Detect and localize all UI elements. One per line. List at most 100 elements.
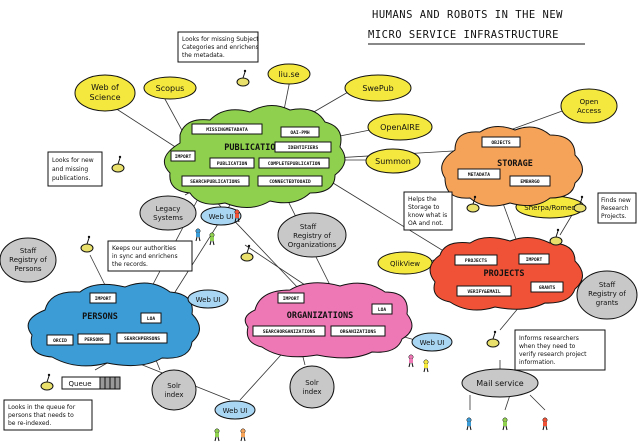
pub-box-identifiers: IDENTIFIERS [274,141,332,153]
svg-text:Open: Open [580,98,599,106]
storage-box-objects: OBJECTS [481,136,521,148]
svg-text:SEARCHPERSONS: SEARCHPERSONS [124,336,160,342]
svg-text:ORCID: ORCID [53,338,67,344]
persons-box-orcid: ORCID [46,334,74,346]
svg-text:publications.: publications. [52,175,90,182]
robot-icon [111,155,125,173]
svg-text:information.: information. [519,359,556,366]
svg-text:PROJECTS: PROJECTS [465,258,487,264]
svg-text:Registry of: Registry of [588,290,626,298]
person-icon [240,428,246,442]
svg-text:Projects.: Projects. [601,213,627,220]
cloud-organizations: ORGANIZATIONS IMPORT LOA SEARCHORGANIZAT… [244,282,413,359]
svg-text:Staff: Staff [300,223,316,231]
persons-box-searchpersons: SEARCHPERSONS [116,332,168,344]
svg-text:PUBLICATIONS: PUBLICATIONS [224,143,285,153]
svg-text:GRANTS: GRANTS [539,285,556,291]
pub-box-import: IMPORT [170,150,196,162]
person-icon [214,428,220,442]
title-line-2: MICRO SERVICE INFRASTRUCTURE [368,29,559,41]
storage-box-embargo: EMBARGO [509,175,551,187]
svg-text:MISSINGMETADATA: MISSINGMETADATA [206,127,248,133]
cloud-storage: STORAGE OBJECTS METADATA EMBARGO [441,126,583,207]
svg-text:Informs researchers: Informs researchers [519,335,579,342]
svg-text:index: index [164,391,183,399]
svg-text:IMPORT: IMPORT [175,154,192,160]
svg-text:liu.se: liu.se [278,70,299,79]
svg-text:Storage to: Storage to [408,204,440,211]
svg-text:Web UI: Web UI [209,213,234,221]
svg-text:LOA: LOA [378,307,387,313]
note-inform-researchers: Informs researchers when they need to ve… [514,329,606,371]
svg-text:IDENTIFIERS: IDENTIFIERS [288,145,319,151]
svg-text:be re-indexed.: be re-indexed. [8,420,51,427]
orgs-box-loa: LOA [371,303,393,315]
persons-box-persons: PERSONS [77,333,111,345]
svg-text:persons that needs to: persons that needs to [8,412,74,419]
note-new-publications: Looks for new and missing publications. [47,151,103,187]
node-staff-registry-organizations: Staff Registry of Organizations [277,212,347,258]
persons-box-import: IMPORT [89,292,117,304]
cloud-persons: PERSONS IMPORT LOA ORCID PERSONS SEARCHP… [27,282,200,367]
svg-text:ORGANIZATIONS: ORGANIZATIONS [340,329,376,335]
svg-text:grants: grants [596,299,619,307]
svg-text:ORGANIZATIONS: ORGANIZATIONS [287,311,354,321]
proj-box-verify-email: VERIFY&EMAIL [456,285,512,297]
service-qlikview: QlikView [377,251,433,275]
web-ui-persons: Web UI [187,289,229,309]
svg-text:Registry of: Registry of [293,232,331,240]
title-line-1: HUMANS AND ROBOTS IN THE NEW [372,9,563,21]
svg-text:Persons: Persons [14,265,42,273]
node-solr-index-persons: Solr index [151,369,197,411]
svg-text:Mail service: Mail service [476,379,524,388]
svg-text:IMPORT: IMPORT [283,296,300,302]
svg-text:Summon: Summon [375,157,411,166]
robot-icon [466,195,480,213]
svg-text:Organizations: Organizations [288,241,337,249]
svg-text:STORAGE: STORAGE [497,159,533,169]
robot-icon [240,244,254,262]
proj-box-projects: PROJECTS [454,254,498,266]
svg-text:Staff: Staff [599,281,615,289]
note-research-projects: Finds new Research Projects. [597,192,637,224]
cloud-projects: PROJECTS PROJECTS IMPORT GRANTS VERIFY&E… [429,237,583,311]
svg-text:OBJECTS: OBJECTS [491,140,511,146]
svg-text:Web UI: Web UI [420,339,445,347]
svg-text:Scopus: Scopus [156,84,185,93]
person-icon [209,232,215,246]
orgs-box-organizations: ORGANIZATIONS [330,325,386,337]
pub-box-publication: PUBLICATION [209,157,255,169]
robot-icon [573,195,587,213]
svg-text:in sync and enrichens: in sync and enrichens [112,253,178,260]
pub-box-oai-pmh: OAI-PMH [280,126,320,138]
svg-text:CONNECTEDTOOAID: CONNECTEDTOOAID [269,179,311,185]
svg-text:METADATA: METADATA [468,172,490,178]
svg-text:IMPORT: IMPORT [95,296,112,302]
svg-text:SEARCHORGANIZATIONS: SEARCHORGANIZATIONS [263,329,316,335]
pub-box-connectedtooaid: CONNECTEDTOOAID [257,175,323,187]
svg-text:Systems: Systems [153,214,183,222]
web-ui-organizations: Web UI [411,332,453,352]
svg-text:PROJECTS: PROJECTS [484,269,525,279]
svg-text:Staff: Staff [20,247,36,255]
svg-text:Web UI: Web UI [223,407,248,415]
service-liu-se: liu.se [267,63,311,85]
svg-text:COMPLETEPUBLICATION: COMPLETEPUBLICATION [268,161,321,167]
diagram-title: HUMANS AND ROBOTS IN THE NEW MICRO SERVI… [368,9,585,45]
svg-text:Research: Research [601,205,629,212]
pub-box-completepublication: COMPLETEPUBLICATION [258,157,330,169]
person-icon [423,359,429,373]
web-ui-solr: Web UI [214,400,256,420]
svg-text:Solr: Solr [167,382,181,390]
orgs-box-searchorganizations: SEARCHORGANIZATIONS [252,325,326,337]
svg-text:Solr: Solr [305,379,319,387]
svg-text:Web UI: Web UI [196,296,221,304]
web-ui-publications: Web UI [200,206,242,226]
svg-text:the records.: the records. [112,261,148,268]
svg-text:Web of: Web of [91,83,119,92]
svg-text:Sherpa/Romeo: Sherpa/Romeo [524,204,575,212]
note-authorities: Keeps our authorities in sync and enrich… [107,240,193,272]
human-icons [195,209,548,442]
note-missing-subject: Looks for missing Subject Categories and… [177,31,259,63]
